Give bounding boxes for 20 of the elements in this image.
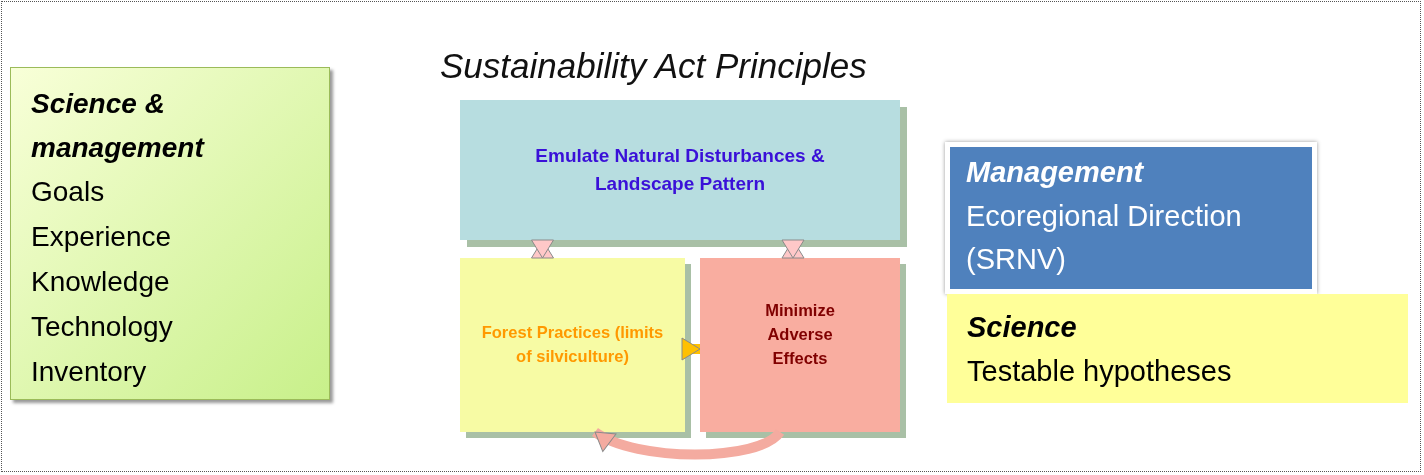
box-label: Forest Practices (limits of silviculture) bbox=[480, 322, 665, 367]
list-panel bbox=[10, 67, 330, 400]
block-arrow bbox=[592, 427, 784, 460]
list-item: Technology bbox=[31, 309, 173, 344]
heading: Management bbox=[966, 155, 1144, 190]
title: Sustainability Act Principles bbox=[440, 46, 867, 86]
box-label: Minimize Adverse Effects bbox=[764, 300, 836, 369]
body-text: Testable hypotheses bbox=[967, 353, 1232, 389]
list-item: Knowledge bbox=[31, 265, 170, 300]
heading: Science & management bbox=[31, 87, 206, 166]
block-arrow bbox=[781, 239, 805, 259]
science-panel bbox=[947, 294, 1408, 403]
list-item: Experience bbox=[31, 220, 172, 255]
body-text: Ecoregional Direction (SRNV) bbox=[966, 198, 1243, 277]
box-label: Emulate Natural Disturbances & Landscape Pattern bbox=[534, 144, 826, 196]
block-arrow bbox=[681, 337, 701, 361]
list-item: Inventory bbox=[31, 354, 147, 389]
list-item: Goals bbox=[31, 175, 105, 210]
heading: Science bbox=[967, 310, 1077, 345]
block-arrow bbox=[531, 239, 554, 259]
